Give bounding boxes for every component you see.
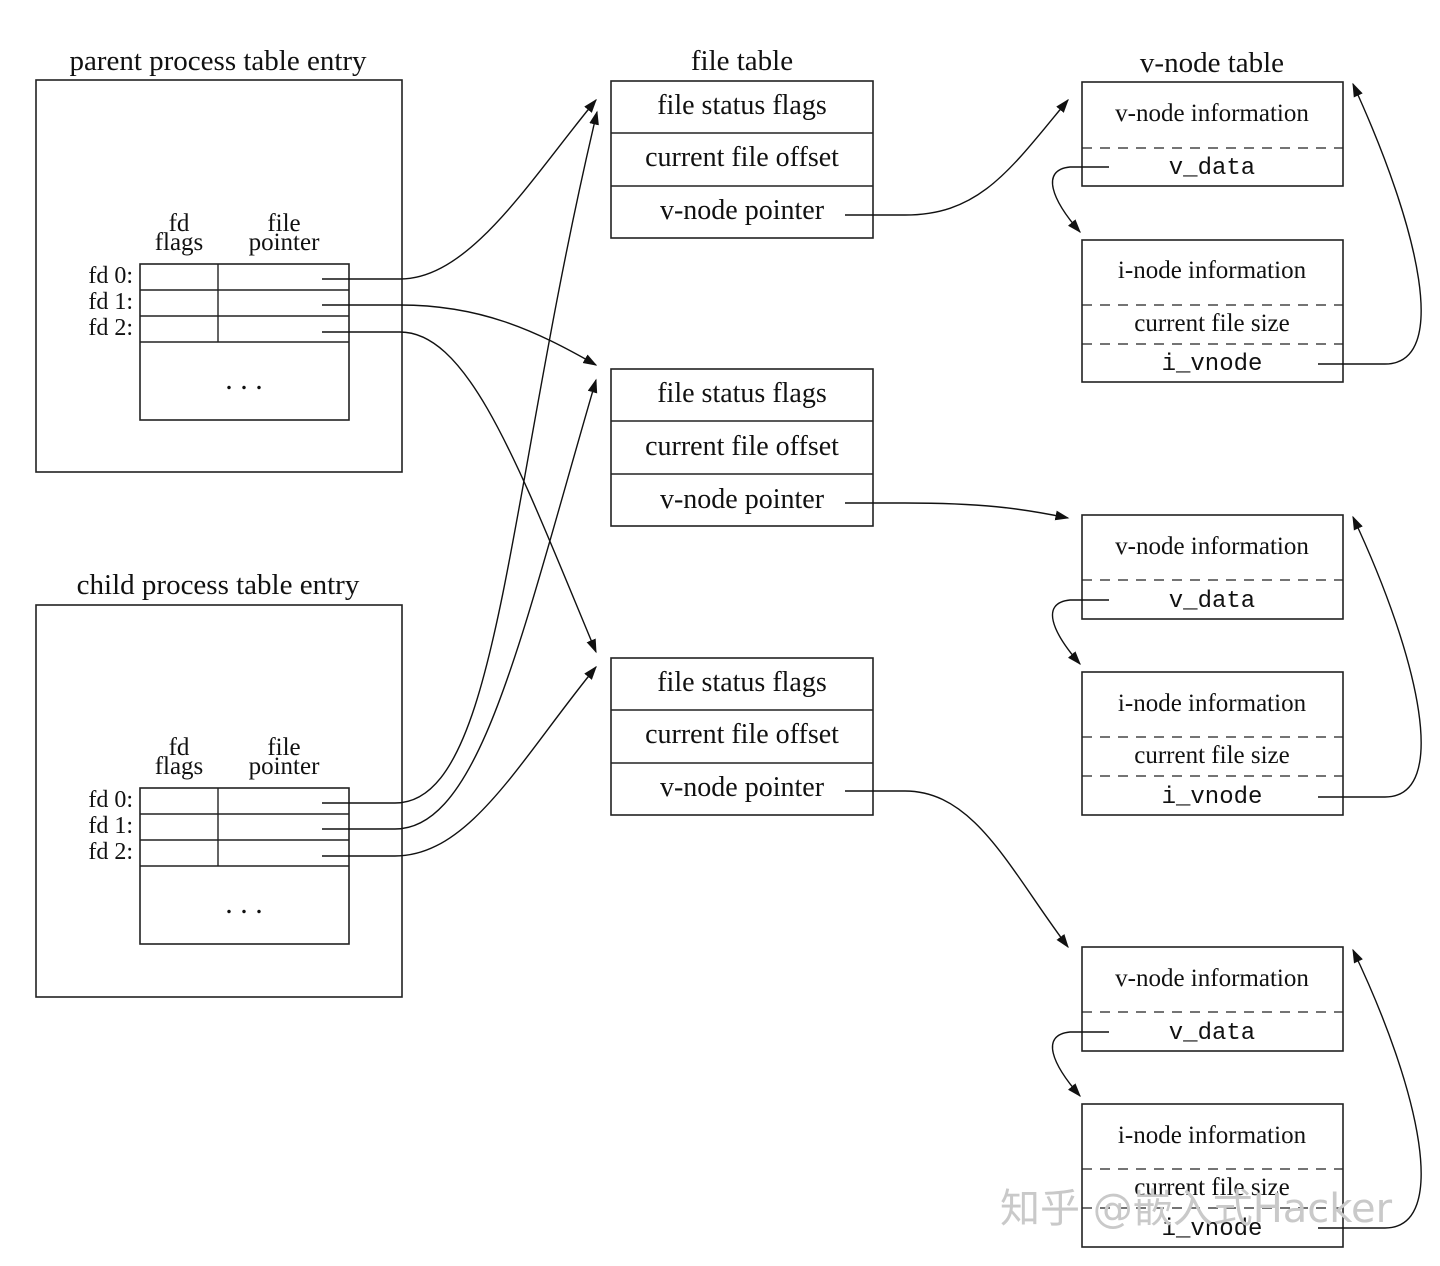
child-col-file-pointer-2: pointer <box>249 753 320 780</box>
inode-information-1: i-node information <box>1118 257 1307 284</box>
arrow-parent-fd1-to-file-entry-2 <box>322 304 598 366</box>
vnode-entry-1: v-node information v_data <box>1081 81 1344 187</box>
arrow-vdata3-to-inode-3 <box>1051 1031 1109 1098</box>
arrow-vdata2-to-inode-2 <box>1051 599 1109 666</box>
v-data-2: v_data <box>1169 588 1255 615</box>
arrow-vptr1-to-vnode-1 <box>845 98 1069 216</box>
child-fd-table <box>139 787 350 945</box>
arrow-child-fd0-to-file-entry-1 <box>322 110 599 804</box>
child-fd0-label: fd 0: <box>88 787 133 813</box>
child-process-title: child process table entry <box>77 569 360 601</box>
vnode-information-3: v-node information <box>1115 965 1309 992</box>
vnode-pointer-2: v-node pointer <box>660 484 825 515</box>
file-status-flags-2: file status flags <box>657 378 827 409</box>
file-table-title: file table <box>691 45 793 77</box>
parent-process-table-entry: parent process table entry fd flags file… <box>35 45 403 473</box>
parent-fd1-label: fd 1: <box>88 289 133 315</box>
current-file-offset-3: current file offset <box>645 719 839 750</box>
arrow-ivnode1-to-vnode-1 <box>1318 82 1422 365</box>
child-col-fd-flags-2: flags <box>155 753 204 780</box>
arrow-child-fd2-to-file-entry-3 <box>322 665 597 857</box>
arrow-ivnode3-to-vnode-3 <box>1318 948 1422 1229</box>
parent-col-fd-flags-2: flags <box>155 229 204 256</box>
parent-ellipsis: . . . <box>225 363 263 396</box>
arrow-child-fd1-to-file-entry-2 <box>322 378 598 830</box>
child-process-table-entry: child process table entry fd flags file … <box>35 569 403 998</box>
parent-fd0-label: fd 0: <box>88 263 133 289</box>
file-table-entry-3: file status flags current file offset v-… <box>610 657 874 816</box>
inode-entry-2: i-node information current file size i_v… <box>1081 671 1344 816</box>
inode-information-2: i-node information <box>1118 690 1307 717</box>
current-file-size-3: current file size <box>1134 1174 1289 1201</box>
file-table-entry-1: file status flags current file offset v-… <box>610 80 874 239</box>
file-status-flags-3: file status flags <box>657 667 827 698</box>
child-fd1-label: fd 1: <box>88 813 133 839</box>
vnode-information-2: v-node information <box>1115 533 1309 560</box>
current-file-size-2: current file size <box>1134 742 1289 769</box>
inode-information-3: i-node information <box>1118 1122 1307 1149</box>
arrow-parent-fd0-to-file-entry-1 <box>322 98 597 280</box>
child-col-file-pointer-1: file <box>267 734 300 761</box>
current-file-size-1: current file size <box>1134 310 1289 337</box>
v-data-1: v_data <box>1169 155 1255 182</box>
child-ellipsis: . . . <box>225 887 263 920</box>
arrow-vdata1-to-inode-1 <box>1051 166 1109 234</box>
vnode-information-1: v-node information <box>1115 100 1309 127</box>
vnode-pointer-3: v-node pointer <box>660 772 825 803</box>
vnode-table-title: v-node table <box>1140 47 1284 79</box>
arrow-ivnode2-to-vnode-2 <box>1318 515 1422 798</box>
vnode-pointer-1: v-node pointer <box>660 195 825 226</box>
arrow-vptr3-to-vnode-3 <box>845 790 1069 949</box>
current-file-offset-1: current file offset <box>645 142 839 173</box>
parent-process-title: parent process table entry <box>69 45 367 77</box>
i-vnode-1: i_vnode <box>1162 351 1263 378</box>
vnode-entry-3: v-node information v_data <box>1081 946 1344 1052</box>
v-data-3: v_data <box>1169 1020 1255 1047</box>
parent-fd-table <box>139 263 350 421</box>
vnode-entry-2: v-node information v_data <box>1081 514 1344 620</box>
i-vnode-3: i_vnode <box>1162 1216 1263 1243</box>
file-status-flags-1: file status flags <box>657 90 827 121</box>
arrow-parent-fd2-to-file-entry-3 <box>322 331 597 654</box>
i-vnode-2: i_vnode <box>1162 784 1263 811</box>
parent-col-file-pointer-1: file <box>267 210 300 237</box>
inode-entry-3: i-node information current file size i_v… <box>1081 1103 1344 1248</box>
child-col-fd-flags-1: fd <box>169 734 190 761</box>
parent-col-fd-flags-1: fd <box>169 210 190 237</box>
child-fd2-label: fd 2: <box>88 839 133 865</box>
arrow-vptr2-to-vnode-2 <box>845 502 1070 521</box>
parent-col-file-pointer-2: pointer <box>249 229 320 256</box>
inode-entry-1: i-node information current file size i_v… <box>1081 239 1344 383</box>
watermark: 知乎 @嵌入式Hacker <box>1000 1186 1393 1232</box>
parent-fd2-label: fd 2: <box>88 315 133 341</box>
current-file-offset-2: current file offset <box>645 431 839 462</box>
file-table-entry-2: file status flags current file offset v-… <box>610 368 874 527</box>
